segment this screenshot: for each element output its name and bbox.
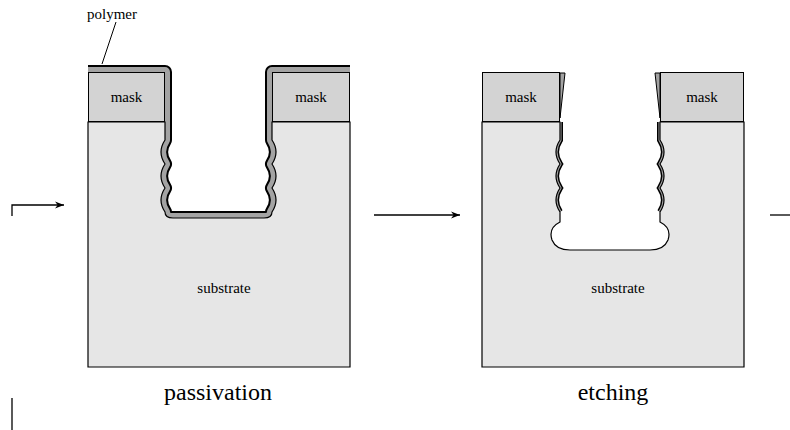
mask-edge-polymer — [560, 73, 565, 118]
cycle-entry-arrow — [12, 205, 64, 216]
step-arrow — [374, 214, 460, 215]
substrate-label: substrate — [482, 280, 754, 297]
cycle-return-line — [11, 398, 12, 430]
mask-label: mask — [295, 89, 327, 106]
substrate-body: substrate — [88, 122, 360, 367]
mask-layer: mask — [482, 72, 560, 122]
step-label: passivation — [164, 379, 272, 406]
step-arrow — [770, 214, 790, 215]
mask-layer: mask — [660, 72, 744, 122]
part-label: polymer — [87, 6, 137, 23]
substrate-shape — [482, 122, 744, 367]
leader-line — [102, 22, 116, 64]
mask-label: mask — [686, 89, 718, 106]
mask-label: mask — [111, 89, 143, 106]
substrate-label: substrate — [88, 280, 360, 297]
mask-layer: mask — [272, 72, 350, 122]
substrate-outline — [88, 122, 350, 367]
step-label: etching — [578, 379, 649, 406]
substrate-outline — [482, 122, 744, 367]
mask-layer: mask — [88, 72, 165, 122]
substrate-body: substrate — [482, 122, 754, 367]
mask-label: mask — [505, 89, 537, 106]
substrate-shape — [88, 122, 350, 367]
